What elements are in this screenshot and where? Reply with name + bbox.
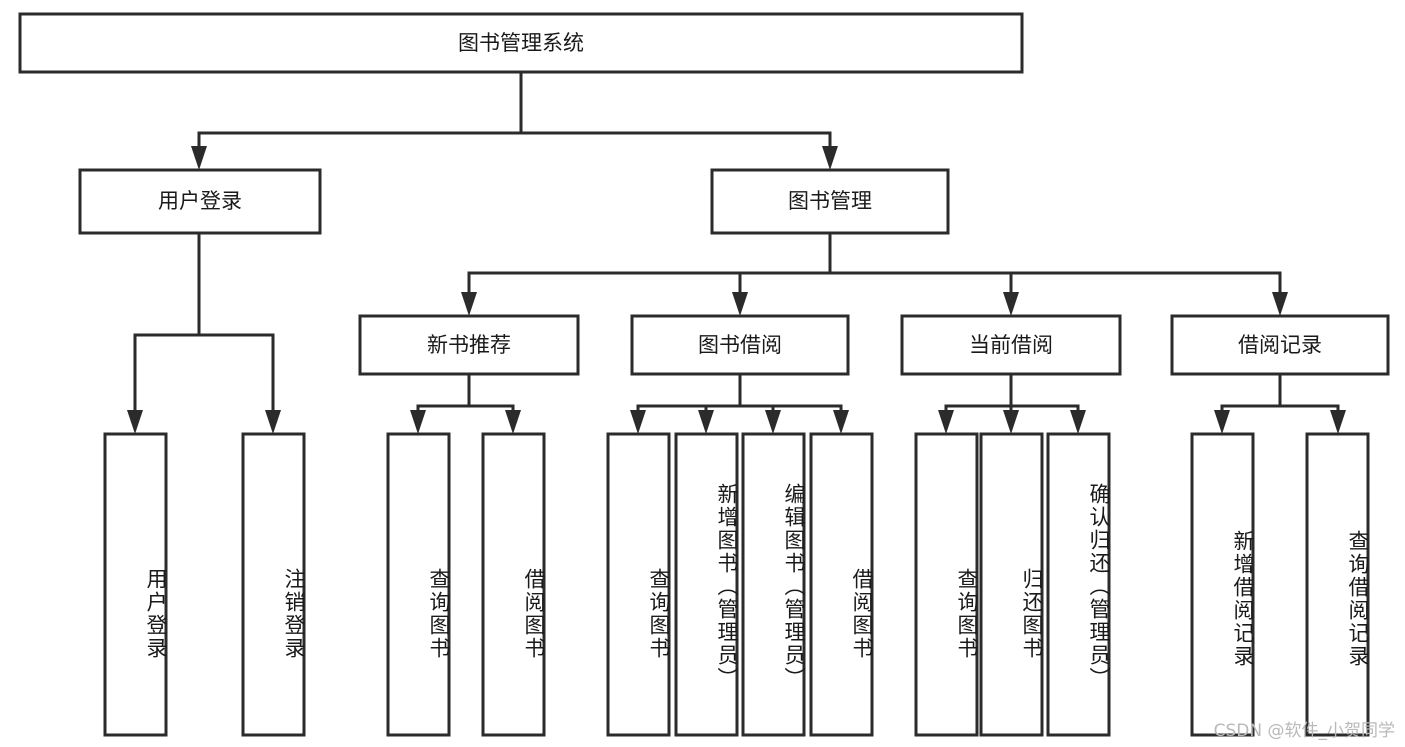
node-leaf-query-book-1[interactable] [386, 432, 451, 737]
arrow-to-leaf-query-book-1 [410, 410, 426, 434]
node-leaf-query-book-2[interactable] [606, 432, 671, 737]
arrow-to-leaf-add-record [1214, 410, 1230, 434]
node-current-borrow-label: 当前借阅 [969, 333, 1053, 357]
csdn-watermark: CSDN @软件_小贺同学 [1213, 721, 1395, 741]
arrow-to-borrow-record [1272, 292, 1288, 316]
arrow-to-book-borrow [732, 292, 748, 316]
node-book-manage[interactable] [710, 168, 950, 235]
node-new-book-rec[interactable] [358, 314, 580, 376]
arrow-to-leaf-query-book-2 [630, 410, 646, 434]
arrow-to-user-login [191, 146, 207, 170]
arrow-to-leaf-confirm-return [1070, 410, 1086, 434]
arrow-to-leaf-borrow-book-2 [833, 410, 849, 434]
node-leaf-query-book-3[interactable] [914, 432, 979, 737]
arrow-to-leaf-logout-login [265, 410, 281, 434]
node-leaf-borrow-book-1[interactable] [481, 432, 546, 737]
arrow-to-leaf-borrow-book-1 [505, 410, 521, 434]
arrow-to-current-borrow [1003, 292, 1019, 316]
node-book-borrow-label: 图书借阅 [698, 333, 782, 357]
node-leaf-edit-book[interactable] [741, 432, 806, 737]
arrow-to-leaf-return-book [1003, 410, 1019, 434]
nodes-layer: 图书管理系统 用户登录 图书管理 新书推荐 图书借阅 当前借阅 借阅记录 [18, 12, 1390, 737]
node-user-login-label: 用户登录 [158, 189, 242, 213]
node-borrow-record[interactable] [1170, 314, 1390, 376]
node-user-login[interactable] [78, 168, 322, 235]
arrow-to-leaf-query-book-3 [938, 410, 954, 434]
arrow-to-book-manage [822, 146, 838, 170]
node-leaf-add-book[interactable] [674, 432, 739, 737]
node-root[interactable] [18, 12, 1024, 74]
node-leaf-logout-login[interactable] [241, 432, 306, 737]
node-leaf-confirm-return[interactable] [1046, 432, 1111, 737]
edges-layer [127, 70, 1346, 434]
node-leaf-user-login[interactable] [103, 432, 168, 737]
node-book-borrow[interactable] [630, 314, 850, 376]
node-current-borrow[interactable] [900, 314, 1122, 376]
arrow-to-new-book-rec [461, 292, 477, 316]
node-leaf-return-book[interactable] [979, 432, 1044, 737]
node-borrow-record-label: 借阅记录 [1238, 333, 1322, 357]
arrow-to-leaf-user-login [127, 410, 143, 434]
node-root-label: 图书管理系统 [458, 31, 584, 55]
node-book-manage-label: 图书管理 [788, 189, 872, 213]
arrow-to-leaf-edit-book [765, 410, 781, 434]
node-leaf-query-record[interactable] [1305, 432, 1370, 737]
arrow-to-leaf-query-record [1330, 410, 1346, 434]
node-new-book-rec-label: 新书推荐 [427, 333, 511, 357]
node-leaf-add-record[interactable] [1190, 432, 1255, 737]
arrow-to-leaf-add-book [698, 410, 714, 434]
node-leaf-borrow-book-2[interactable] [809, 432, 874, 737]
